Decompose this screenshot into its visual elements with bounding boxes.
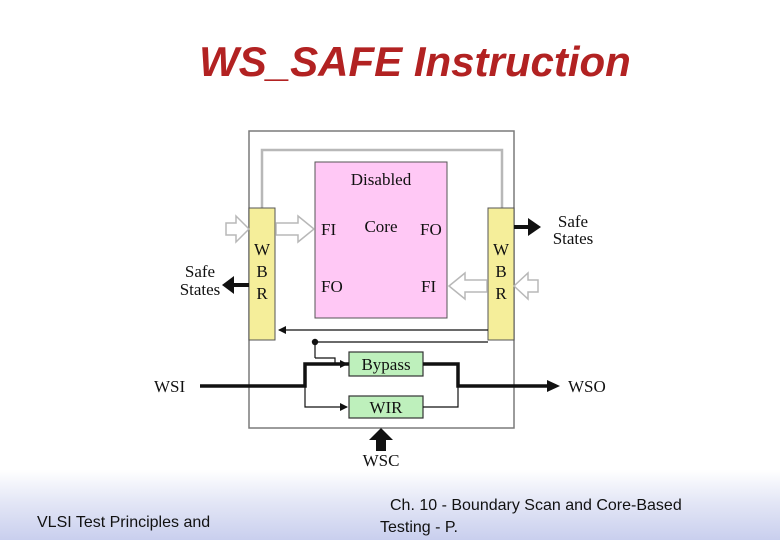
hollow-arrow-ext-into-left-wbr [225,214,251,244]
wbr-right-block [487,207,515,341]
footer-left-text: VLSI Test Principles and [37,514,211,531]
wso-arrow-head [547,380,560,392]
safe-states-right-line1: Safe [558,212,588,231]
hollow-arrow-wbr-to-core-top [275,214,316,244]
hollow-arrow-ext-into-right-wbr [512,271,539,301]
core-label-text: Core [364,217,397,236]
wbr-left-block [248,207,276,341]
safe-states-arrow-left-head [222,276,234,294]
core-title-text: Disabled [351,170,412,189]
active-path-bypass-out [423,362,548,388]
thin-link-to-wir [304,386,348,411]
wbr-left-letter-w: W [254,240,271,259]
wbr-right-letter-b: B [495,262,506,281]
safe-states-right-line2: States [553,229,594,248]
core-port-fi-left: FI [321,220,336,239]
safe-states-left-line2: States [180,280,221,299]
hollow-arrow-wbr-to-core-bottom [447,271,488,301]
footer-right-line2: Testing - P. [380,519,458,536]
wbr-right-letter-w: W [493,240,510,259]
core-port-fo-right: FO [420,220,442,239]
wrapper-inner-loop [260,148,504,208]
footer-right-line1: Ch. 10 - Boundary Scan and Core-Based [390,497,682,514]
wso-label: WSO [568,377,606,396]
core-port-fi-right: FI [421,277,436,296]
safe-states-left-line1: Safe [185,262,215,281]
footer-right-text: Ch. 10 - Boundary Scan and Core-Based Te… [380,495,760,539]
wsc-arrow-head [369,428,393,440]
core-block [314,161,448,319]
wbr-left-letter-r: R [256,284,268,303]
active-path-wsi-bypass-wso [200,362,349,388]
wsc-label: WSC [363,451,400,470]
slide-title: WS_SAFE Instruction [199,38,631,85]
wbr-left-letter-b: B [256,262,267,281]
safe-states-arrow-right-head [528,218,541,236]
footer-band [0,470,780,540]
wir-label: WIR [369,398,403,417]
wsi-label: WSI [154,377,186,396]
junction-dot [311,338,319,346]
wbr-right-letter-r: R [495,284,507,303]
bypass-label: Bypass [361,355,410,374]
wsc-arrow-shaft [376,438,386,451]
core-port-fo-left: FO [321,277,343,296]
thin-link-wir-out [423,386,459,408]
